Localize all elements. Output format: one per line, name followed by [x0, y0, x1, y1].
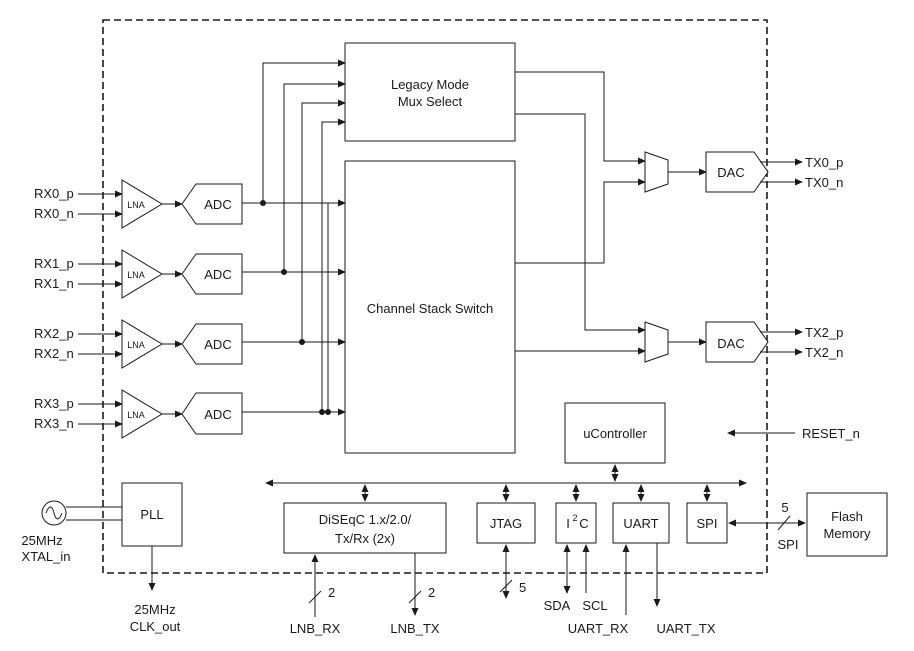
- i2c-label-c: C: [579, 516, 588, 531]
- rx3-chain: RX3_p RX3_n LNA ADC: [34, 389, 243, 439]
- jtag-width: 5: [519, 580, 526, 595]
- rx1-p-label: RX1_p: [34, 256, 74, 271]
- flash-label-2: Memory: [824, 526, 871, 541]
- spi-width: 5: [781, 500, 788, 515]
- lna-2-label: LNA: [127, 340, 145, 350]
- diseqc-block: DiSEqC 1.x/2.0/ Tx/Rx (2x): [283, 502, 447, 554]
- crystal-input: 25MHz XTAL_in: [21, 500, 122, 564]
- internal-bus: [265, 464, 747, 502]
- spi-bus-label: SPI: [778, 537, 799, 552]
- lnb-tx-label: LNB_TX: [390, 621, 439, 636]
- lnb-rx-label: LNB_RX: [290, 621, 341, 636]
- legacy-mux-label-1: Legacy Mode: [391, 77, 469, 92]
- uart-pins: UART_RX UART_TX: [568, 543, 716, 636]
- lna-1-label: LNA: [127, 270, 145, 280]
- reset-label: RESET_n: [802, 426, 860, 441]
- flash-label-1: Flash: [831, 509, 863, 524]
- adc-0-label: ADC: [204, 197, 231, 212]
- reset-signal: RESET_n: [727, 426, 860, 441]
- rx0-p-label: RX0_p: [34, 186, 74, 201]
- jtag-block: JTAG: [476, 502, 536, 544]
- adc-0: [181, 183, 243, 225]
- uart-rx-label: UART_RX: [568, 621, 629, 636]
- jtag-label: JTAG: [490, 516, 522, 531]
- lna-2: [121, 319, 163, 369]
- rx2-n-label: RX2_n: [34, 346, 74, 361]
- mux-0: [644, 151, 669, 193]
- ucontroller-label: uController: [583, 426, 647, 441]
- uart-tx-label: UART_TX: [657, 621, 716, 636]
- clk-output: 25MHz CLK_out: [130, 546, 181, 634]
- rx1-chain: RX1_p RX1_n LNA ADC: [34, 249, 243, 299]
- i2c-block: I 2 C: [555, 502, 597, 544]
- lnb-rx-pin: 2 LNB_RX: [290, 554, 341, 636]
- jtag-pins: 5: [499, 544, 526, 599]
- rx3-p-label: RX3_p: [34, 396, 74, 411]
- lna-0-label: LNA: [127, 200, 145, 210]
- rx2-p-label: RX2_p: [34, 326, 74, 341]
- chip-boundary: [102, 19, 768, 574]
- adc-1-label: ADC: [204, 267, 231, 282]
- dac-1-label: DAC: [717, 336, 744, 351]
- uart-label: UART: [623, 516, 658, 531]
- lnb-tx-pin: 2 LNB_TX: [390, 553, 440, 636]
- pll-block: PLL: [121, 482, 183, 547]
- lnb-tx-width: 2: [428, 585, 435, 600]
- diseqc-label-1: DiSEqC 1.x/2.0/: [319, 512, 412, 527]
- legacy-mux-block: Legacy Mode Mux Select: [344, 42, 516, 142]
- rx1-n-label: RX1_n: [34, 276, 74, 291]
- tx0-chain: DAC TX0_p TX0_n: [644, 151, 843, 193]
- tx0-n-label: TX0_n: [805, 175, 843, 190]
- clk-freq-label: 25MHz: [134, 602, 175, 617]
- rx3-n-label: RX3_n: [34, 416, 74, 431]
- tx2-chain: DAC TX2_p TX2_n: [644, 321, 843, 363]
- i2c-label-sup: 2: [572, 513, 577, 523]
- spi-bus: 5 SPI: [728, 500, 806, 552]
- spi-label: SPI: [697, 516, 718, 531]
- flash-memory-block: Flash Memory: [806, 492, 888, 557]
- rx0-chain: RX0_p RX0_n LNA ADC: [34, 179, 243, 229]
- lnb-rx-width: 2: [328, 585, 335, 600]
- scl-label: SCL: [582, 598, 607, 613]
- lna-3: [121, 389, 163, 439]
- mux-1: [644, 321, 669, 363]
- rx0-n-label: RX0_n: [34, 206, 74, 221]
- adc-2-label: ADC: [204, 337, 231, 352]
- i2c-label-i: I: [566, 516, 570, 531]
- i2c-pins: SDA SCL: [544, 544, 608, 613]
- sda-label: SDA: [544, 598, 571, 613]
- xtal-freq-label: 25MHz: [21, 533, 62, 548]
- tx0-p-label: TX0_p: [805, 155, 843, 170]
- uart-block: UART: [612, 502, 670, 544]
- lna-1: [121, 249, 163, 299]
- diseqc-label-2: Tx/Rx (2x): [335, 531, 395, 546]
- adc-2: [181, 323, 243, 365]
- clk-out-label: CLK_out: [130, 619, 181, 634]
- ucontroller-block: uController: [564, 402, 666, 464]
- rx2-chain: RX2_p RX2_n LNA ADC: [34, 319, 243, 369]
- adc-to-switch-wiring: [242, 59, 346, 416]
- adc-3-label: ADC: [204, 407, 231, 422]
- adc-1: [181, 253, 243, 295]
- channel-stack-switch-block: Channel Stack Switch: [344, 160, 516, 454]
- legacy-mux-label-2: Mux Select: [398, 94, 463, 109]
- lna-3-label: LNA: [127, 410, 145, 420]
- channel-stack-switch-label: Channel Stack Switch: [367, 301, 493, 316]
- spi-block: SPI: [686, 502, 728, 544]
- tx2-p-label: TX2_p: [805, 325, 843, 340]
- switch-to-mux-wiring: [515, 71, 646, 355]
- lna-0: [121, 179, 163, 229]
- pll-label: PLL: [140, 507, 163, 522]
- dac-0-label: DAC: [717, 165, 744, 180]
- xtal-in-label: XTAL_in: [22, 549, 71, 564]
- tx2-n-label: TX2_n: [805, 345, 843, 360]
- adc-3: [181, 392, 243, 435]
